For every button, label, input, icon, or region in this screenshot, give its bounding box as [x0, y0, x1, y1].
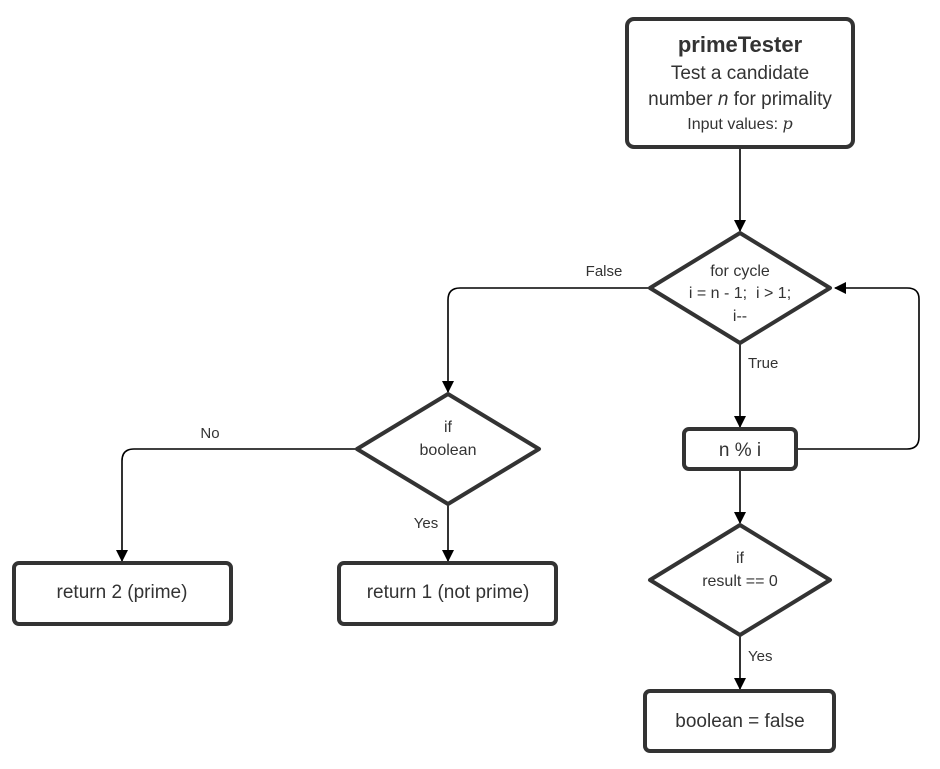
mod-node-box [682, 427, 798, 471]
edge-mod-loop-back-to-for [796, 282, 920, 450]
start-node-line2-pre: number [648, 89, 718, 110]
if-result-line2: result == 0 [702, 573, 778, 590]
edge-for-false-to-if-boolean [442, 287, 650, 393]
start-node-box [625, 17, 855, 149]
start-node-line1: Test a candidate [671, 63, 809, 84]
start-node-line3: Input values: p [687, 114, 792, 133]
edge-labels: False True No Yes Yes [200, 263, 778, 665]
start-node-title: primeTester [678, 32, 803, 57]
no-edge-label: No [200, 425, 219, 442]
return-not-prime-label: return 1 (not prime) [367, 582, 530, 603]
if-boolean-node[interactable]: if boolean [355, 392, 541, 506]
return-not-prime-node[interactable]: return 1 (not prime) [337, 561, 558, 626]
return-prime-node[interactable]: return 2 (prime) [12, 561, 233, 626]
if-boolean-line2: boolean [420, 442, 477, 459]
start-node-line2-post: for primality [728, 89, 832, 110]
false-edge-label: False [586, 263, 623, 280]
for-cycle-line1: for cycle [710, 263, 770, 280]
mod-node-label: n % i [719, 440, 761, 461]
return-prime-box [12, 561, 233, 626]
for-cycle-line3: i-- [733, 308, 747, 325]
boolean-false-label: boolean = false [675, 711, 804, 732]
for-cycle-diamond [648, 231, 832, 345]
if-boolean-diamond [355, 392, 541, 506]
if-result-node[interactable]: if result == 0 [648, 523, 832, 637]
for-cycle-line2: i = n - 1; i > 1; [689, 285, 791, 302]
boolean-false-box [643, 689, 836, 753]
return-not-prime-box [337, 561, 558, 626]
return-prime-label: return 2 (prime) [57, 582, 188, 603]
true-edge-label: True [748, 355, 778, 372]
start-node-line2-var: n [718, 89, 729, 110]
for-cycle-node[interactable]: for cycle i = n - 1; i > 1; i-- [648, 231, 832, 345]
start-node-line3-pre: Input values: [687, 116, 782, 133]
start-node[interactable]: primeTester Test a candidate number n fo… [625, 17, 855, 149]
start-node-line2: number n for primality [648, 89, 832, 110]
mod-node[interactable]: n % i [682, 427, 798, 471]
if-result-line1: if [736, 550, 745, 567]
if-result-diamond [648, 523, 832, 637]
edge-if-boolean-no-to-return-prime [116, 448, 356, 562]
if-boolean-line1: if [444, 419, 453, 436]
yes-edge-label-left: Yes [414, 515, 438, 532]
edges [116, 148, 920, 690]
start-node-line3-var: p [782, 114, 792, 133]
boolean-false-node[interactable]: boolean = false [643, 689, 836, 753]
yes-edge-label-right: Yes [748, 648, 772, 665]
